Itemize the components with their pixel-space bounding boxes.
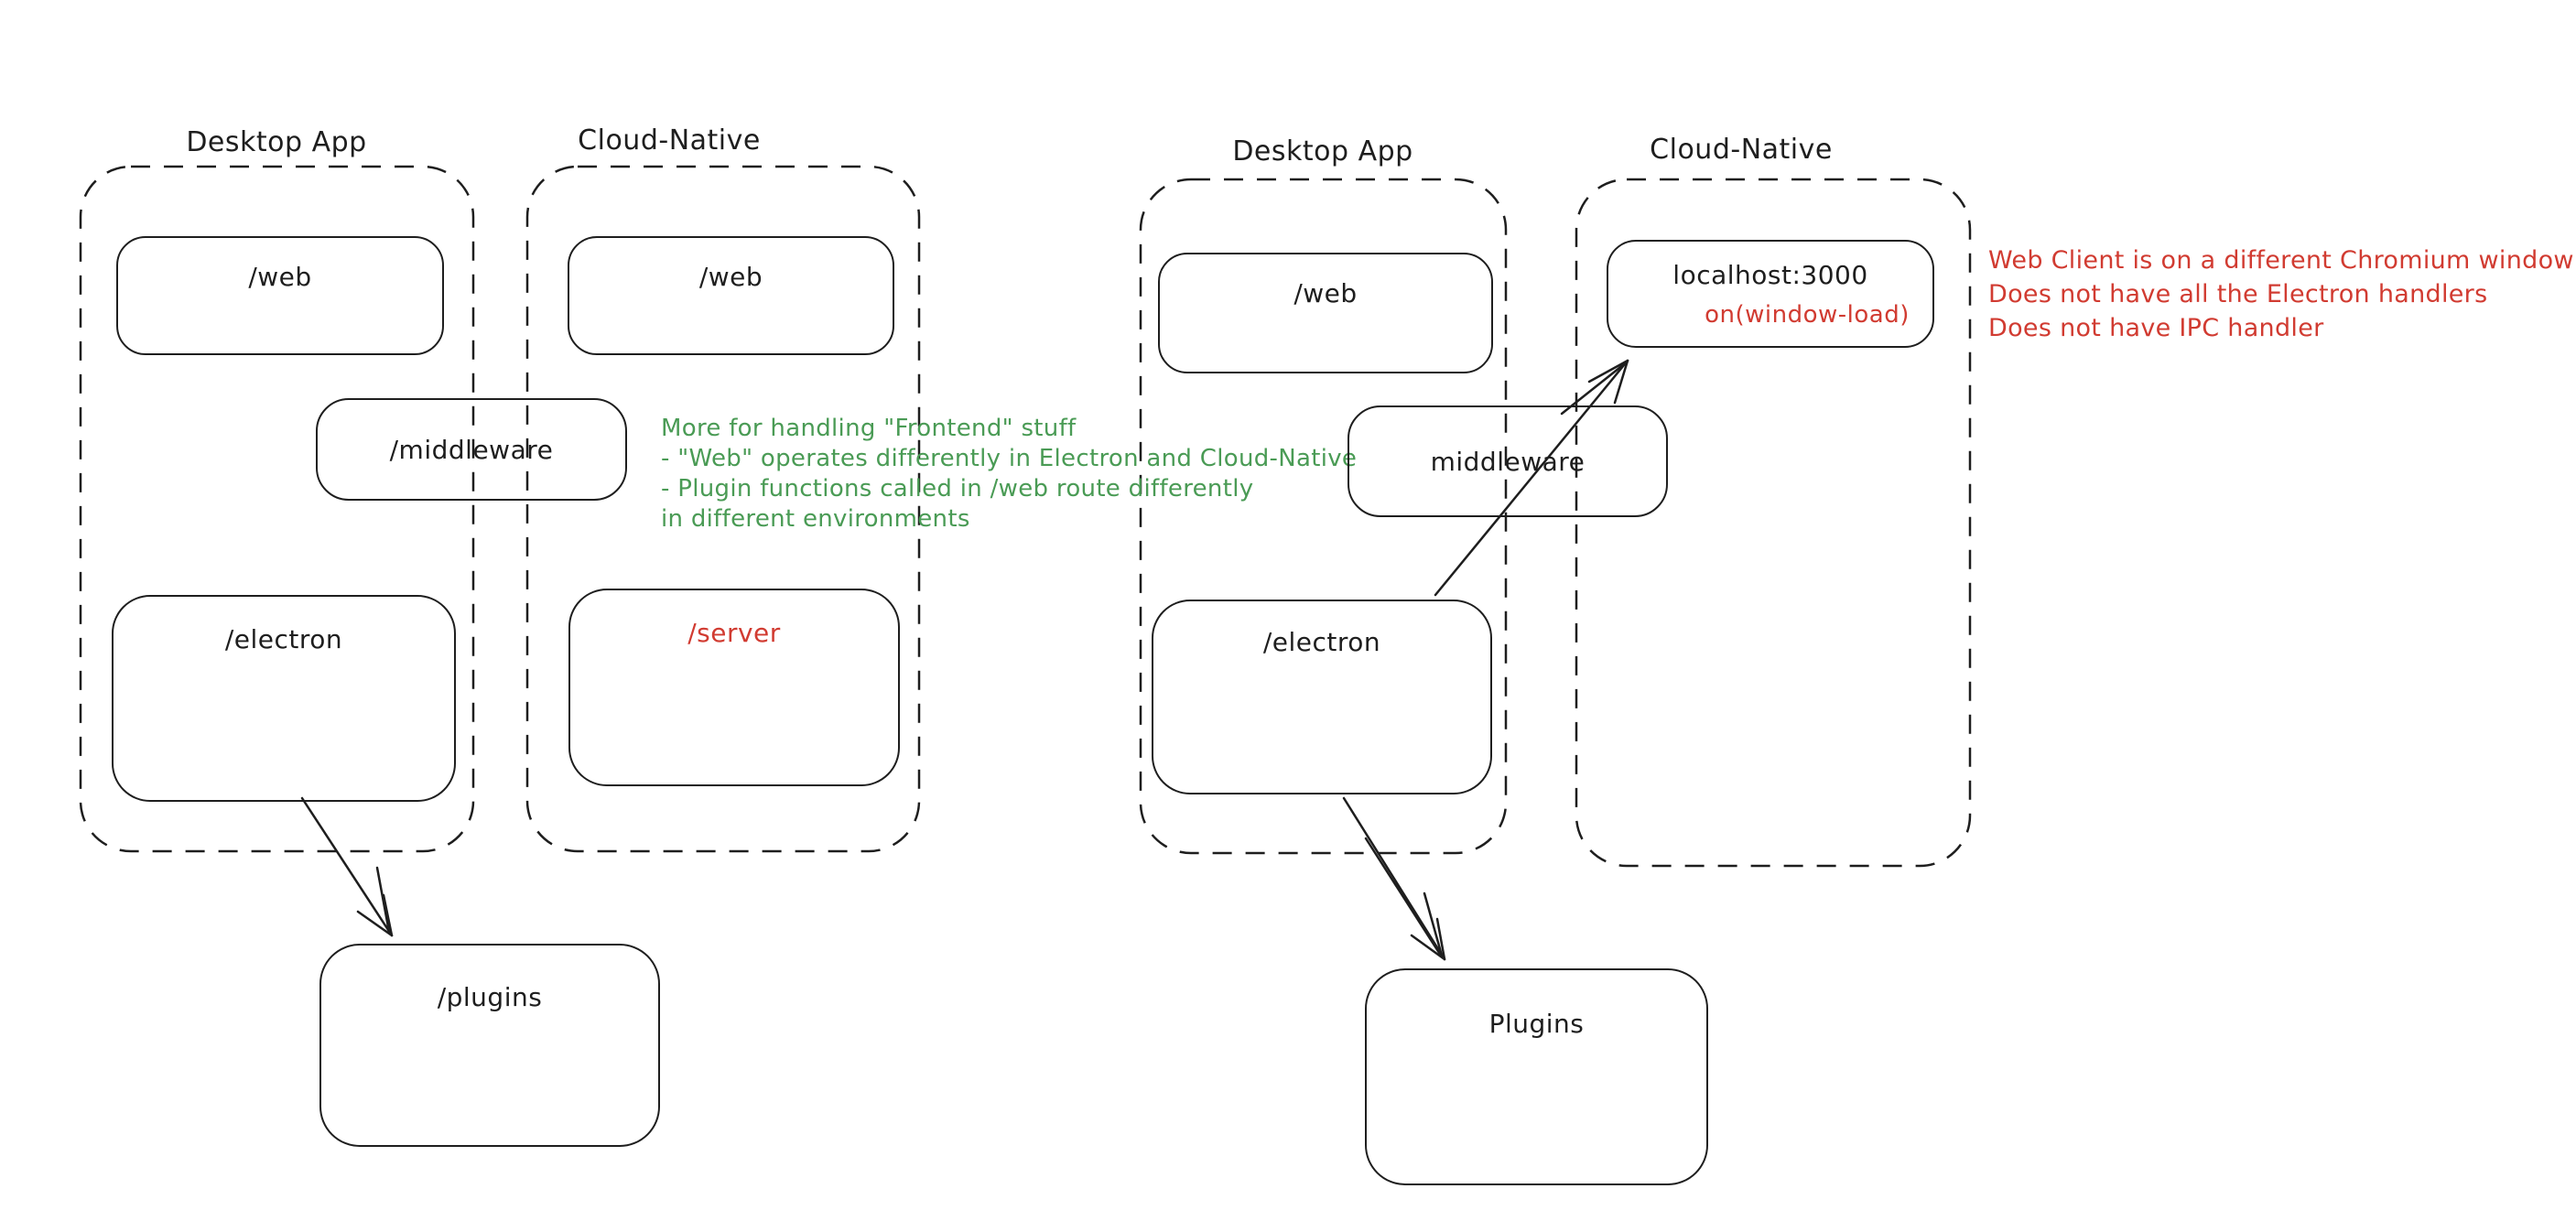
node-localhost-label: localhost:3000 — [1672, 260, 1868, 290]
node-middleware-left-label: /middleware — [389, 434, 554, 465]
node-plugins-left-label: /plugins — [437, 982, 543, 1012]
node-localhost-window-load-label: on(window-load) — [1705, 301, 1910, 329]
node-web-left-desktop: /web — [116, 236, 444, 355]
left-desktop-container-outline — [79, 165, 475, 853]
arrow-electron-to-plugins-left — [300, 796, 394, 937]
node-localhost: localhost:3000 on(window-load) — [1607, 240, 1934, 348]
node-electron-left-label: /electron — [224, 624, 343, 654]
red-note-line: Does not have all the Electron handlers — [1988, 280, 2488, 308]
green-note-line: - Plugin functions called in /web route … — [661, 475, 1254, 503]
green-note-line: in different environments — [661, 505, 970, 533]
node-web-left-desktop-label: /web — [248, 262, 312, 292]
node-middleware-left: /middleware — [316, 398, 627, 501]
left-cloud-container-outline — [525, 165, 921, 853]
node-plugins-right: Plugins — [1365, 968, 1708, 1185]
green-note: More for handling "Frontend" stuff - "We… — [661, 414, 1357, 535]
node-electron-right-label: /electron — [1262, 627, 1381, 657]
node-web-left-cloud-label: /web — [698, 262, 763, 292]
node-electron-left: /electron — [112, 595, 456, 802]
node-server-left-label: /server — [687, 618, 781, 648]
green-note-line: More for handling "Frontend" stuff — [661, 415, 1077, 442]
red-note: Web Client is on a different Chromium wi… — [1988, 243, 2574, 345]
node-web-left-cloud: /web — [568, 236, 894, 355]
left-cloud-title: Cloud-Native — [578, 124, 761, 157]
arrow-electron-to-plugins-right — [1342, 796, 1446, 961]
node-web-right-desktop: /web — [1158, 253, 1493, 373]
node-electron-right: /electron — [1152, 600, 1492, 794]
green-note-line: - "Web" operates differently in Electron… — [661, 445, 1358, 472]
right-cloud-container-outline — [1575, 178, 1972, 868]
node-middleware-right: middleware — [1348, 405, 1668, 517]
node-server-left: /server — [568, 589, 900, 786]
right-desktop-title: Desktop App — [1232, 135, 1413, 168]
left-desktop-title: Desktop App — [186, 126, 367, 158]
node-middleware-right-label: middleware — [1430, 446, 1586, 477]
red-note-line: Web Client is on a different Chromium wi… — [1988, 246, 2574, 275]
node-plugins-left: /plugins — [319, 944, 660, 1147]
red-note-line: Does not have IPC handler — [1988, 314, 2324, 342]
node-plugins-right-label: Plugins — [1488, 1009, 1585, 1039]
right-cloud-title: Cloud-Native — [1650, 134, 1833, 166]
node-web-right-desktop-label: /web — [1293, 278, 1358, 308]
